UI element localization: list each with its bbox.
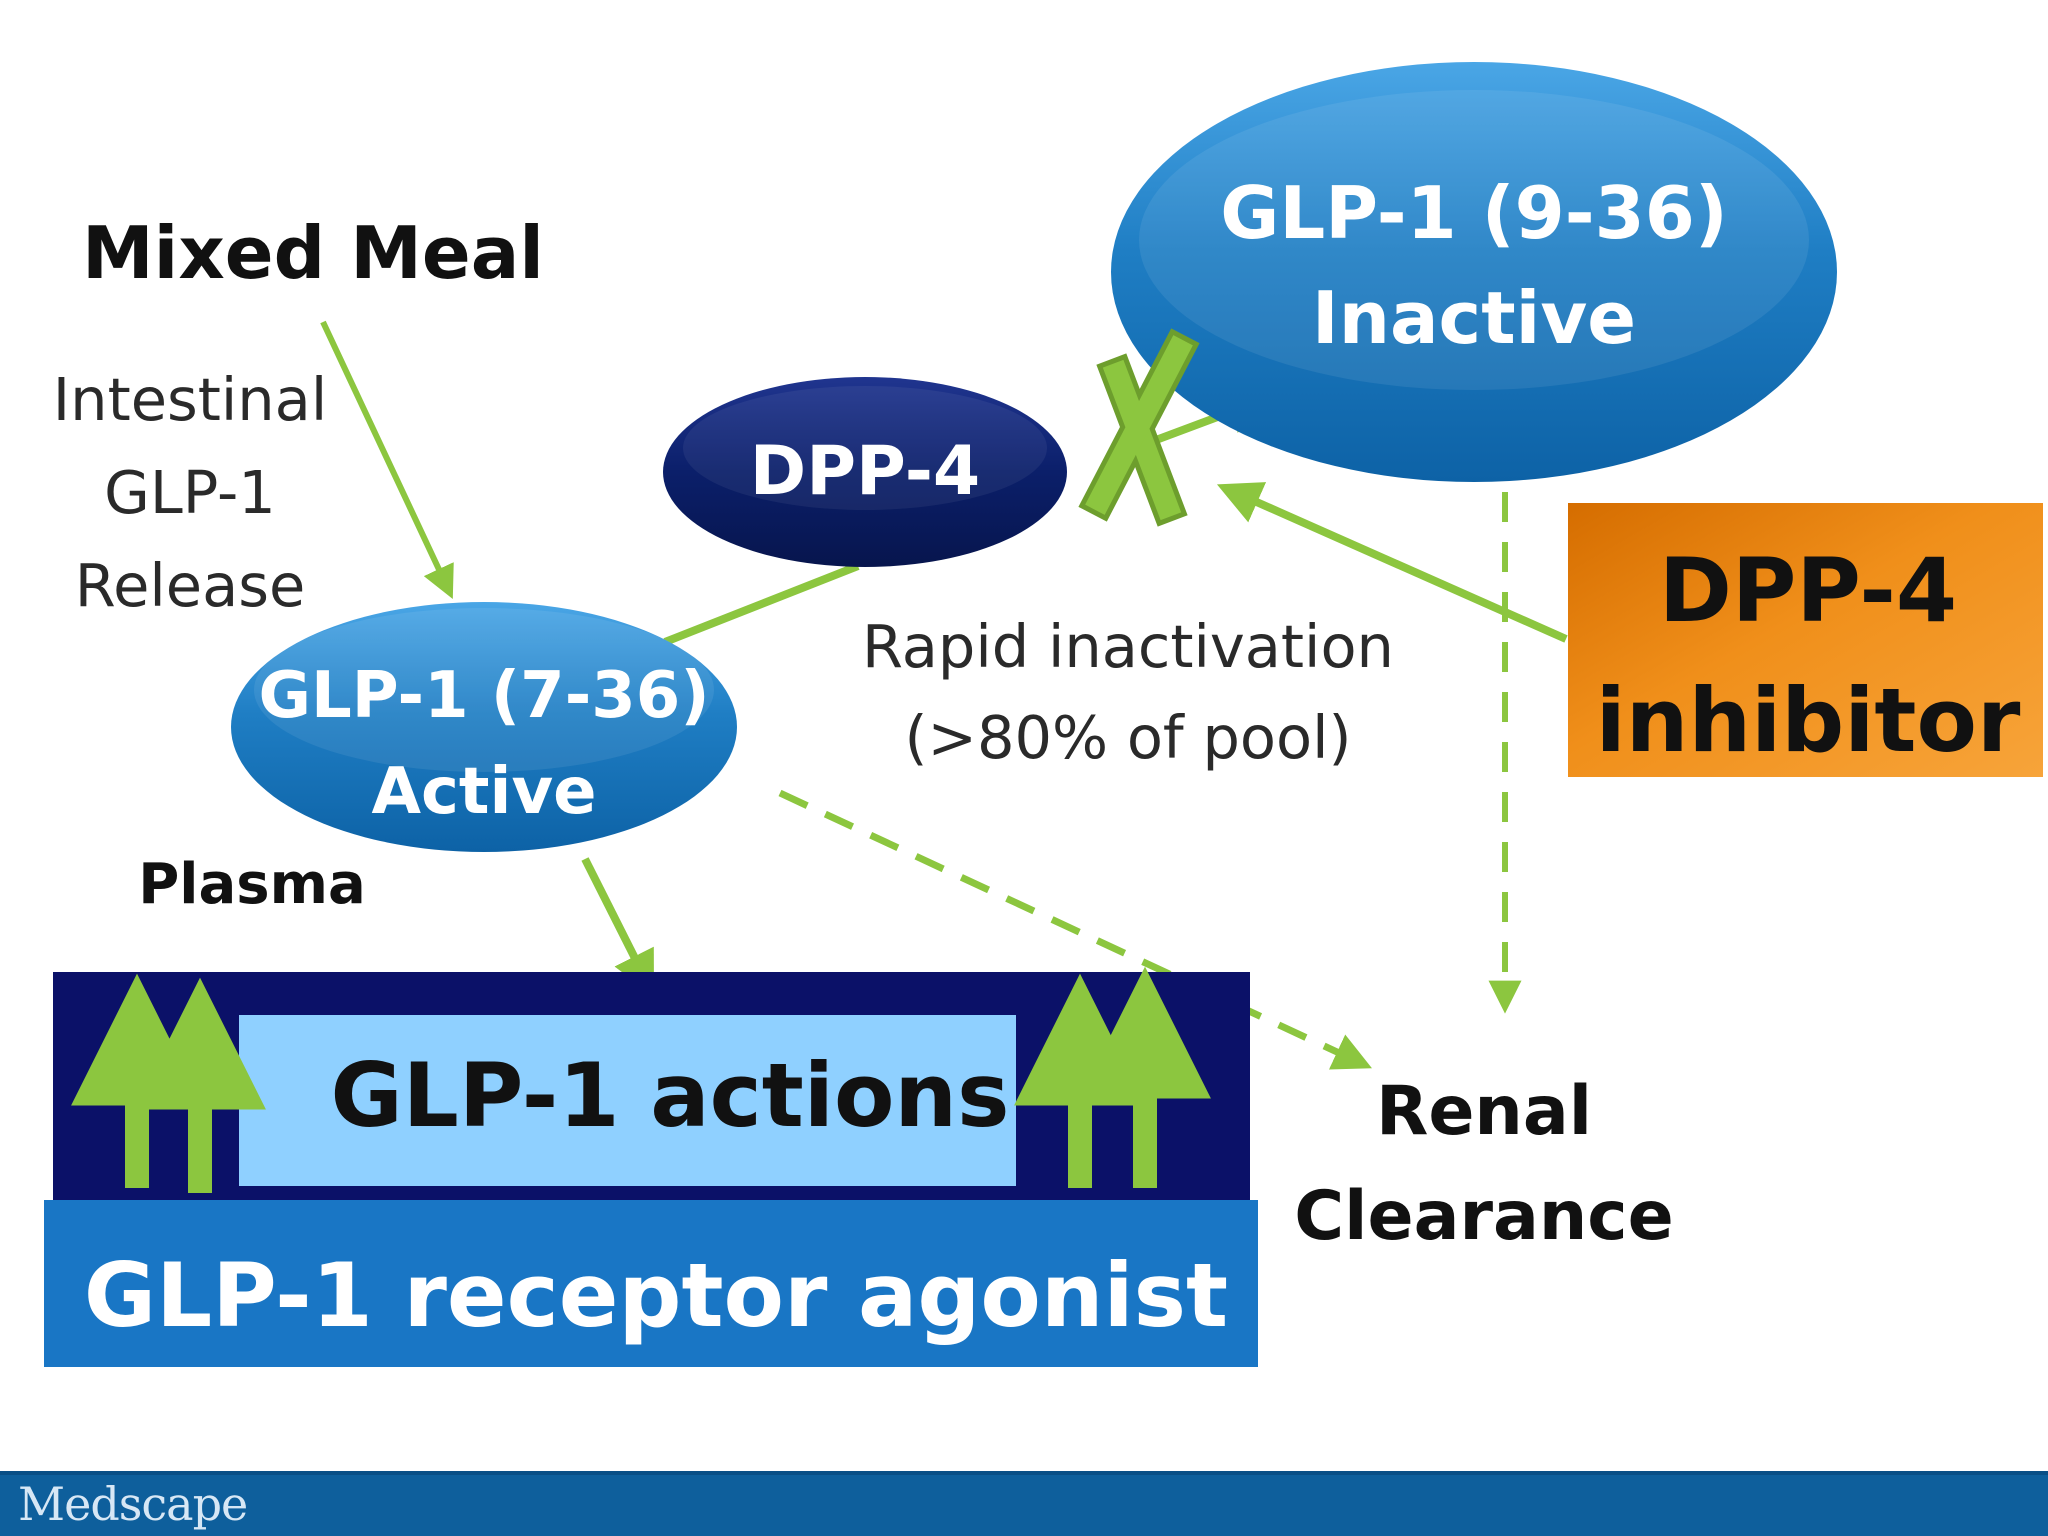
- glp1-active-node: GLP-1 (7-36) Active: [231, 602, 737, 852]
- active-to-actions-arrow: [581, 857, 654, 996]
- active-to-renal-dashed-arrow: [778, 789, 1372, 1070]
- active-to-dpp4-connector: [663, 562, 860, 646]
- rapid-inactivation-line1: Rapid inactivation: [862, 612, 1394, 681]
- dpp4-inhibitor-label-line1: DPP-4: [1659, 539, 1957, 642]
- glp1-actions-label: GLP-1 actions: [331, 1044, 1010, 1147]
- inhibition-x-icon: [1078, 328, 1200, 527]
- glp1-active-label-line1: GLP-1 (7-36): [258, 659, 709, 733]
- glp1-inactive-label-line1: GLP-1 (9-36): [1220, 171, 1728, 255]
- right-increase-arrows-icon: [1014, 966, 1211, 1188]
- intestinal-release-line2: GLP-1: [104, 458, 276, 527]
- renal-clearance-line2: Clearance: [1294, 1177, 1673, 1256]
- mixed-meal-label: Mixed Meal: [82, 211, 544, 295]
- dpp4-inhibitor-box: DPP-4 inhibitor: [1568, 503, 2043, 777]
- intestinal-release-line1: Intestinal: [53, 365, 327, 434]
- glp1-active-label-line2: Active: [371, 755, 596, 829]
- footer-bar: Medscape: [0, 1471, 2048, 1536]
- left-increase-arrows-icon: [71, 973, 266, 1193]
- dpp4-node: DPP-4: [663, 377, 1067, 567]
- meal-to-active-arrow: [320, 320, 454, 599]
- receptor-agonist-label: GLP-1 receptor agonist: [84, 1244, 1228, 1347]
- dpp4-inhibitor-label-line2: inhibitor: [1596, 669, 2021, 772]
- rapid-inactivation-line2: (>80% of pool): [904, 703, 1351, 772]
- glp1-inactive-node: GLP-1 (9-36) Inactive: [1111, 62, 1837, 482]
- renal-clearance-line1: Renal: [1376, 1072, 1592, 1151]
- plasma-label: Plasma: [138, 852, 366, 917]
- intestinal-release-line3: Release: [75, 551, 306, 620]
- glp1-receptor-agonist-bar: GLP-1 receptor agonist: [44, 1200, 1258, 1367]
- medscape-logo: Medscape: [18, 1477, 248, 1531]
- dpp4-label: DPP-4: [750, 432, 980, 511]
- inhibitor-to-dpp4-arrow: [1216, 482, 1568, 643]
- glp1-inactive-label-line2: Inactive: [1312, 276, 1636, 360]
